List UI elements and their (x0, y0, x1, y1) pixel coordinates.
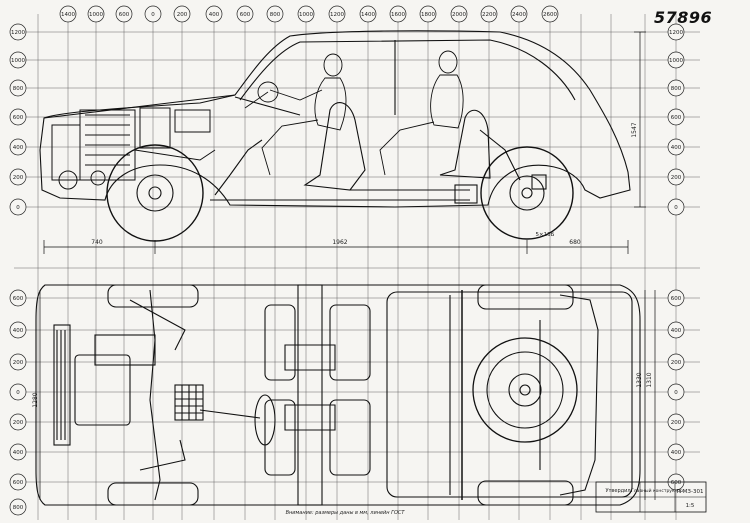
driver-seat (303, 102, 366, 191)
dim-plan-width-left: 1280 (32, 392, 39, 407)
bottom-note: Внимание: размеры даны в мм, линейн ГОСТ (286, 510, 406, 516)
top-scale-label: 1000 (299, 12, 313, 18)
right-scale-label: 200 (671, 420, 682, 426)
dim-plan-width-right: 1310 (646, 372, 653, 387)
top-scale-label: 1800 (421, 12, 435, 18)
right-scale-label: 600 (671, 480, 682, 486)
title-approval: Утвердил (605, 488, 630, 494)
right-scale-label: 1000 (669, 58, 683, 64)
right-scale-top: 1200 1000 800 600 400 200 0 (667, 23, 685, 216)
front-wheel (106, 144, 204, 242)
top-scale: 1400 1000 600 0 200 400 600 800 1000 120… (59, 5, 559, 23)
front-right-wheel (107, 482, 199, 506)
plan-scale-label: 0 (16, 390, 20, 396)
rear-wheel (480, 146, 574, 240)
right-scale-label: 400 (671, 145, 682, 151)
side-scale-label: 400 (13, 145, 24, 151)
title-scale: 1:5 (686, 503, 695, 509)
radiator (53, 324, 71, 446)
driver-figure (244, 53, 347, 176)
side-view-dimensions (43, 31, 646, 254)
plan-engine (74, 354, 131, 426)
side-view (39, 30, 631, 242)
right-scale-label: 0 (674, 390, 678, 396)
top-scale-label: 0 (151, 12, 155, 18)
plan-view-dimensions (39, 290, 656, 500)
side-scale-label: 1200 (11, 30, 25, 36)
top-scale-label: 1000 (89, 12, 103, 18)
plan-scale-label: 400 (13, 328, 24, 334)
top-scale-label: 1400 (61, 12, 75, 18)
dim-front-overhang: 740 (91, 239, 103, 246)
right-scale-label: 200 (671, 175, 682, 181)
right-scale-label: 400 (671, 450, 682, 456)
top-scale-label: 2600 (543, 12, 557, 18)
right-scale-label: 200 (671, 360, 682, 366)
top-scale-label: 2200 (482, 12, 496, 18)
plan-view (35, 284, 707, 513)
body-outline (39, 30, 631, 208)
plan-body-outline (35, 284, 641, 506)
side-scale-label: 200 (13, 175, 24, 181)
document-number: 57896 (654, 8, 713, 27)
top-scale-label: 1400 (361, 12, 375, 18)
title-chief: Главный конструктор (631, 487, 683, 494)
spare-wheel (472, 337, 578, 443)
dim-rear-overhang: 680 (569, 239, 581, 246)
top-scale-label: 600 (240, 12, 251, 18)
side-view-left-scale: 1200 1000 800 600 400 200 0 (9, 23, 27, 216)
top-scale-label: 2400 (512, 12, 526, 18)
engine-block (51, 107, 216, 190)
right-scale-label: 600 (671, 296, 682, 302)
side-scale-label: 1000 (11, 58, 25, 64)
rear-right-wheel (477, 480, 574, 506)
side-scale-label: 0 (16, 205, 20, 211)
dim-plan-width-inner: 1330 (636, 372, 643, 387)
top-scale-label: 400 (209, 12, 220, 18)
top-scale-label: 600 (119, 12, 130, 18)
passenger-figure (379, 50, 464, 176)
right-scale-label: 1200 (669, 30, 683, 36)
plan-scale-label: 200 (13, 360, 24, 366)
top-scale-label: 800 (270, 12, 281, 18)
plan-scale-label: 600 (13, 296, 24, 302)
dim-rear-wheel: 5×13Б (536, 232, 555, 238)
dim-wheelbase: 1962 (332, 239, 347, 246)
grid (14, 14, 700, 520)
plan-scale-label: 400 (13, 450, 24, 456)
right-scale-label: 800 (671, 86, 682, 92)
front-seat-left (264, 304, 296, 381)
rear-left-wheel (477, 284, 574, 310)
front-left-wheel (107, 284, 199, 308)
right-scale-label: 600 (671, 115, 682, 121)
top-scale-label: 200 (177, 12, 188, 18)
plan-view-left-scale: 600 400 200 0 200 400 600 800 (9, 289, 27, 516)
dim-overall-height: 1547 (631, 122, 638, 137)
plan-scale-label: 200 (13, 420, 24, 426)
right-scale-bottom: 600 400 200 0 200 400 600 (667, 289, 685, 491)
title-drawing-code: П-МЗ-301 (677, 489, 704, 495)
top-scale-label: 1600 (391, 12, 405, 18)
side-scale-label: 800 (13, 86, 24, 92)
plan-scale-label: 600 (13, 480, 24, 486)
rear-seat (439, 109, 491, 179)
top-scale-label: 2000 (452, 12, 466, 18)
top-scale-label: 1200 (330, 12, 344, 18)
plan-scale-label: 800 (13, 505, 24, 511)
front-seat-right (264, 399, 296, 476)
right-scale-label: 0 (674, 205, 678, 211)
side-scale-label: 600 (13, 115, 24, 121)
right-scale-label: 400 (671, 328, 682, 334)
